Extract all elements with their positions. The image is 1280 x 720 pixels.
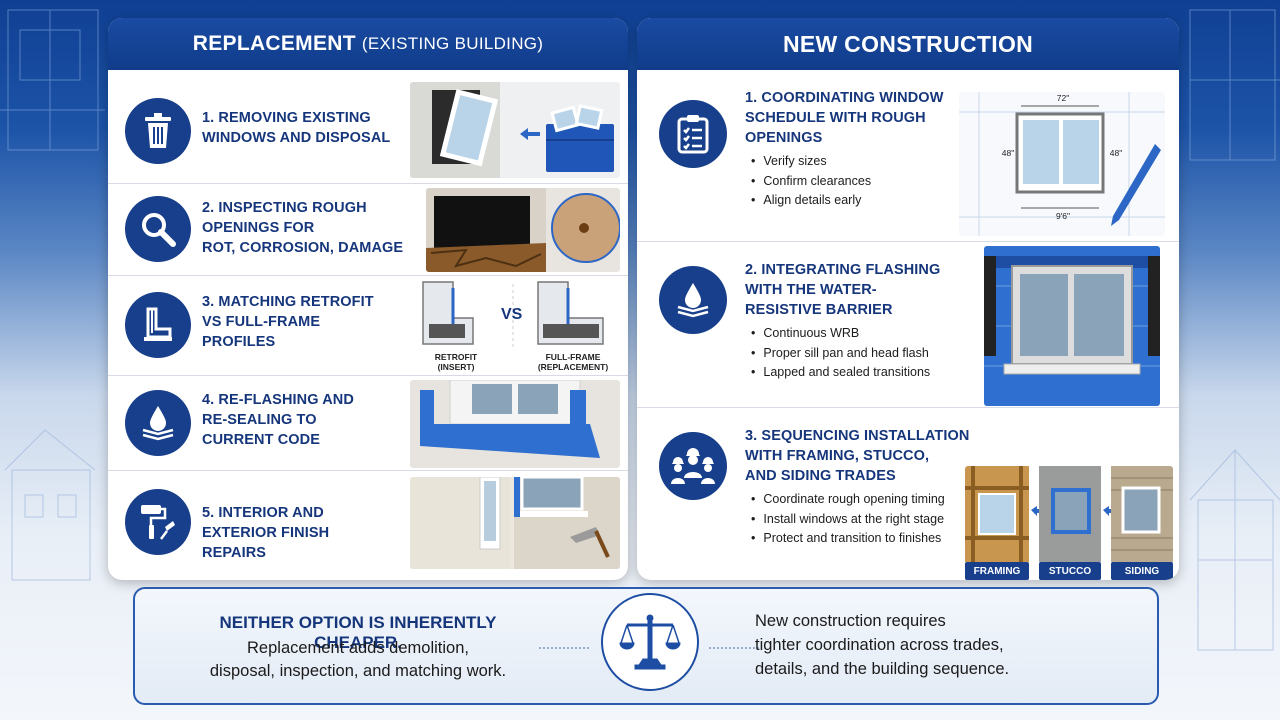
list-item: 3. SEQUENCING INSTALLATION WITH FRAMING,… (637, 408, 1179, 580)
magnifier-icon (125, 196, 191, 262)
item-label: 5. INTERIOR AND EXTERIOR FINISH REPAIRS (202, 505, 330, 561)
bullet-item: Protect and transition to finishes (751, 529, 945, 549)
window-profile-icon (125, 292, 191, 358)
balance-scale-icon (601, 593, 699, 691)
list-item: 5. INTERIOR AND EXTERIOR FINISH REPAIRS (108, 471, 628, 580)
wrb-flashing-illustration (984, 246, 1160, 406)
bullet-item: Lapped and sealed transitions (751, 363, 930, 383)
replacement-header: REPLACEMENT (EXISTING BUILDING) (108, 18, 628, 70)
clipboard-checklist-icon (659, 100, 727, 168)
item-label: 2. INTEGRATING FLASHING WITH THE WATER- … (745, 262, 941, 318)
profile-comparison-illustration: VS RETROFIT (INSERT) FULL-FRAME (REPLACE… (413, 278, 623, 374)
bullet-list: Coordinate rough opening timing Install … (751, 490, 945, 549)
bullet-item: Continuous WRB (751, 324, 930, 344)
bullet-list: Verify sizes Confirm clearances Align de… (751, 152, 871, 211)
stage-badge-siding: SIDING (1111, 562, 1173, 580)
divider (709, 647, 759, 649)
bullet-item: Install windows at the right stage (751, 510, 945, 530)
dimension-top: 72" (1056, 93, 1070, 103)
summary-heading: NEITHER OPTION IS INHERENTLY CHEAPER. (219, 613, 497, 652)
list-item: 1. COORDINATING WINDOW SCHEDULE WITH ROU… (637, 78, 1179, 242)
new-construction-summary: New construction requires tighter coordi… (755, 612, 1010, 678)
divider (539, 647, 589, 649)
trash-icon (125, 98, 191, 164)
item-label: 1. COORDINATING WINDOW SCHEDULE WITH ROU… (745, 90, 944, 146)
retrofit-caption: RETROFIT (INSERT) (434, 352, 478, 372)
flashing-illustration (410, 380, 620, 468)
workers-icon (659, 432, 727, 500)
dimension-bottom: 9'6" (1055, 211, 1071, 221)
item-label: 1. REMOVING EXISTING WINDOWS AND DISPOSA… (202, 110, 391, 146)
bullet-item: Verify sizes (751, 152, 871, 172)
vs-label: VS (501, 306, 523, 323)
list-item: 3. MATCHING RETROFIT VS FULL-FRAME PROFI… (108, 276, 628, 376)
water-drop-icon (659, 266, 727, 334)
item-label: 3. SEQUENCING INSTALLATION WITH FRAMING,… (745, 428, 970, 484)
stage-badge-stucco: STUCCO (1039, 562, 1101, 580)
fullframe-caption: FULL-FRAME (REPLACEMENT) (537, 352, 609, 372)
dimension-right: 48" (1109, 148, 1123, 158)
rot-damage-illustration (426, 188, 620, 272)
item-label: 4. RE-FLASHING AND RE-SEALING TO CURRENT… (202, 392, 354, 448)
bullet-list: Continuous WRB Proper sill pan and head … (751, 324, 930, 383)
replacement-title: REPLACEMENT (192, 32, 356, 55)
bullet-item: Align details early (751, 191, 871, 211)
summary-banner: NEITHER OPTION IS INHERENTLY CHEAPER. Re… (133, 587, 1159, 705)
paint-roller-icon (125, 489, 191, 555)
item-label: 2. INSPECTING ROUGH OPENINGS FOR ROT, CO… (202, 200, 404, 256)
list-item: 2. INTEGRATING FLASHING WITH THE WATER- … (637, 242, 1179, 408)
list-item: 1. REMOVING EXISTING WINDOWS AND DISPOSA… (108, 78, 628, 184)
finish-repair-illustration (410, 477, 620, 569)
item-label: 3. MATCHING RETROFIT VS FULL-FRAME PROFI… (202, 294, 374, 350)
new-construction-panel: NEW CONSTRUCTION 1. COORDINATING WINDOW … (637, 18, 1179, 580)
new-construction-title: NEW CONSTRUCTION (782, 30, 1034, 57)
trade-sequence-illustration: FRAMING STUCCO SIDING (965, 466, 1173, 580)
stage-badge-framing: FRAMING (965, 562, 1029, 580)
replacement-panel: REPLACEMENT (EXISTING BUILDING) 1. REMOV… (108, 18, 628, 580)
bullet-item: Proper sill pan and head flash (751, 344, 930, 364)
water-drop-icon (125, 390, 191, 456)
new-construction-header: NEW CONSTRUCTION (637, 18, 1179, 70)
list-item: 2. INSPECTING ROUGH OPENINGS FOR ROT, CO… (108, 184, 628, 276)
bullet-item: Confirm clearances (751, 172, 871, 192)
window-schedule-drawing: 72" 48" 48" 9'6" (959, 92, 1165, 236)
replacement-summary: Replacement adds demolition, disposal, i… (209, 639, 507, 680)
window-removal-illustration (410, 82, 620, 178)
bullet-item: Coordinate rough opening timing (751, 490, 944, 510)
replacement-subtitle: (EXISTING BUILDING) (361, 34, 544, 53)
dimension-left: 48" (1001, 148, 1015, 158)
list-item: 4. RE-FLASHING AND RE-SEALING TO CURRENT… (108, 376, 628, 471)
